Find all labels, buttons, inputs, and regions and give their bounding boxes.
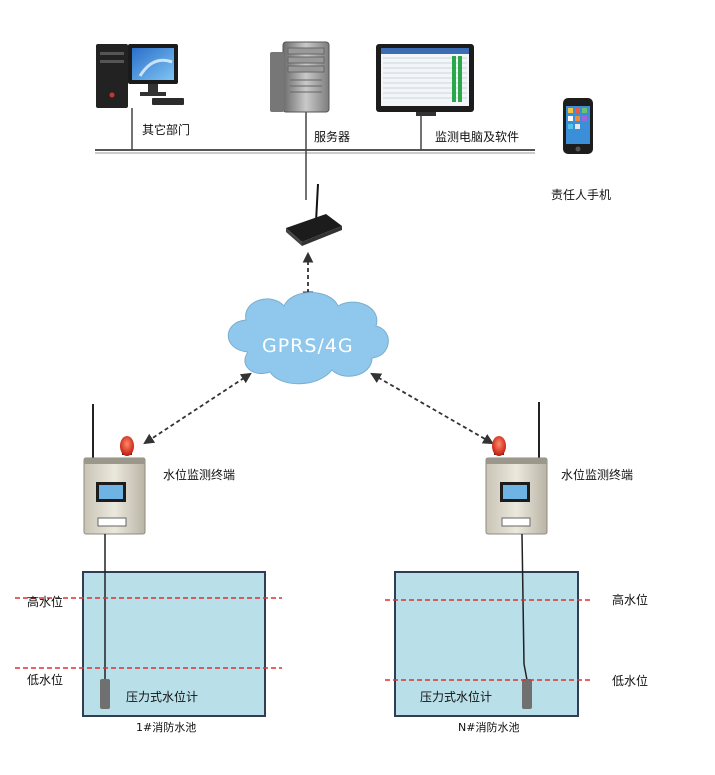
label-server: 服务器 xyxy=(314,129,350,144)
right-terminal-icon xyxy=(485,402,548,535)
desktop-computer-icon xyxy=(96,44,184,108)
right-sensor-label: 压力式水位计 xyxy=(420,689,492,704)
left-high-label: 高水位 xyxy=(27,594,63,609)
label-monitor-pc: 监测电脑及软件 xyxy=(435,130,519,144)
label-other-dept: 其它部门 xyxy=(142,122,190,137)
left-pool xyxy=(82,534,266,717)
label-phone: 责任人手机 xyxy=(551,188,611,202)
left-pool-name: 1#消防水池 xyxy=(136,720,196,734)
right-pool-name: N#消防水池 xyxy=(458,720,519,734)
cloud-left-terminal-link xyxy=(143,372,252,445)
monitor-icon xyxy=(376,44,474,116)
server-icon xyxy=(270,41,330,113)
left-terminal-label: 水位监测终端 xyxy=(163,467,235,482)
router-icon xyxy=(286,183,342,246)
phone-icon xyxy=(563,98,593,154)
right-low-label: 低水位 xyxy=(612,673,648,688)
right-pool xyxy=(394,533,579,717)
left-low-label: 低水位 xyxy=(27,672,63,687)
left-terminal-icon xyxy=(83,404,146,535)
network-bus xyxy=(95,108,535,200)
cloud-right-terminal-link xyxy=(370,372,494,445)
right-terminal-label: 水位监测终端 xyxy=(561,467,633,482)
cloud-icon xyxy=(227,292,389,385)
right-high-label: 高水位 xyxy=(612,592,648,607)
left-sensor-label: 压力式水位计 xyxy=(126,689,198,704)
cloud-label: GPRS/4G xyxy=(262,335,354,357)
